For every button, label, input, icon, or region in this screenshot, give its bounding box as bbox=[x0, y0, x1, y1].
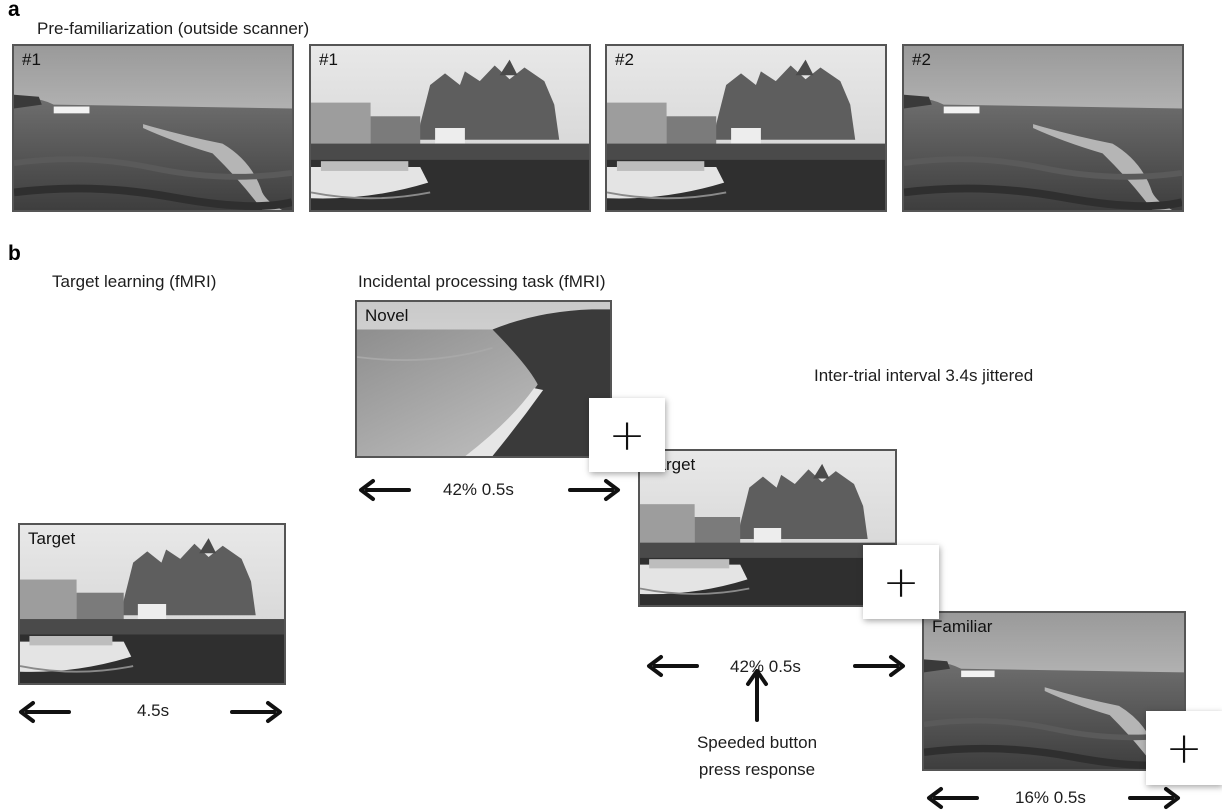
target-learning-heading: Target learning (fMRI) bbox=[52, 272, 217, 291]
scene-photo bbox=[904, 46, 1182, 210]
panel-a-letter: a bbox=[8, 0, 20, 21]
scene-photo bbox=[607, 46, 885, 210]
right-arrow-icon bbox=[568, 478, 622, 502]
left-arrow-icon bbox=[925, 786, 979, 810]
fixation-cross-1: + bbox=[589, 398, 665, 472]
fixation-cross-3: + bbox=[1146, 711, 1222, 785]
scene-photo bbox=[357, 302, 610, 456]
novel-trial-image: Novel bbox=[355, 300, 612, 458]
right-arrow-icon bbox=[853, 654, 907, 678]
right-arrow-icon bbox=[1128, 786, 1182, 810]
scene-photo bbox=[311, 46, 589, 210]
image-label: #2 bbox=[615, 50, 634, 69]
response-label-line-2: press response bbox=[698, 760, 816, 779]
scene-photo bbox=[20, 525, 284, 683]
up-arrow-icon bbox=[745, 666, 769, 722]
response-label-line-1: Speeded button bbox=[696, 733, 818, 752]
learning-target-image: Target bbox=[18, 523, 286, 685]
left-arrow-icon bbox=[645, 654, 699, 678]
panel-a-heading: Pre-familiarization (outside scanner) bbox=[37, 19, 310, 38]
familiar-trial-image: Familiar bbox=[922, 611, 1186, 771]
prefam-image-3: #2 bbox=[605, 44, 887, 212]
image-label: Target bbox=[28, 529, 76, 548]
prefam-image-1: #1 bbox=[12, 44, 294, 212]
novel-timing: 42% 0.5s bbox=[443, 480, 514, 499]
prefam-image-2: #1 bbox=[309, 44, 591, 212]
scene-photo bbox=[14, 46, 292, 210]
learning-duration: 4.5s bbox=[137, 701, 170, 720]
image-label: Novel bbox=[365, 306, 409, 325]
fixation-cross-2: + bbox=[863, 545, 939, 619]
scene-photo bbox=[924, 613, 1184, 769]
image-label: #2 bbox=[912, 50, 931, 69]
prefam-image-4: #2 bbox=[902, 44, 1184, 212]
image-label: #1 bbox=[319, 50, 338, 69]
image-label: #1 bbox=[22, 50, 41, 69]
target-trial-image: Target bbox=[638, 449, 897, 607]
familiar-timing: 16% 0.5s bbox=[1015, 788, 1086, 807]
incidental-task-heading: Incidental processing task (fMRI) bbox=[358, 272, 606, 291]
left-arrow-icon bbox=[357, 478, 411, 502]
panel-b-letter: b bbox=[8, 242, 21, 265]
iti-text: Inter-trial interval 3.4s jittered bbox=[814, 366, 1034, 385]
image-label: Familiar bbox=[932, 617, 993, 636]
right-arrow-icon bbox=[230, 700, 284, 724]
target-timing: 42% 0.5s bbox=[730, 657, 801, 676]
scene-photo bbox=[640, 451, 895, 605]
left-arrow-icon bbox=[17, 700, 71, 724]
